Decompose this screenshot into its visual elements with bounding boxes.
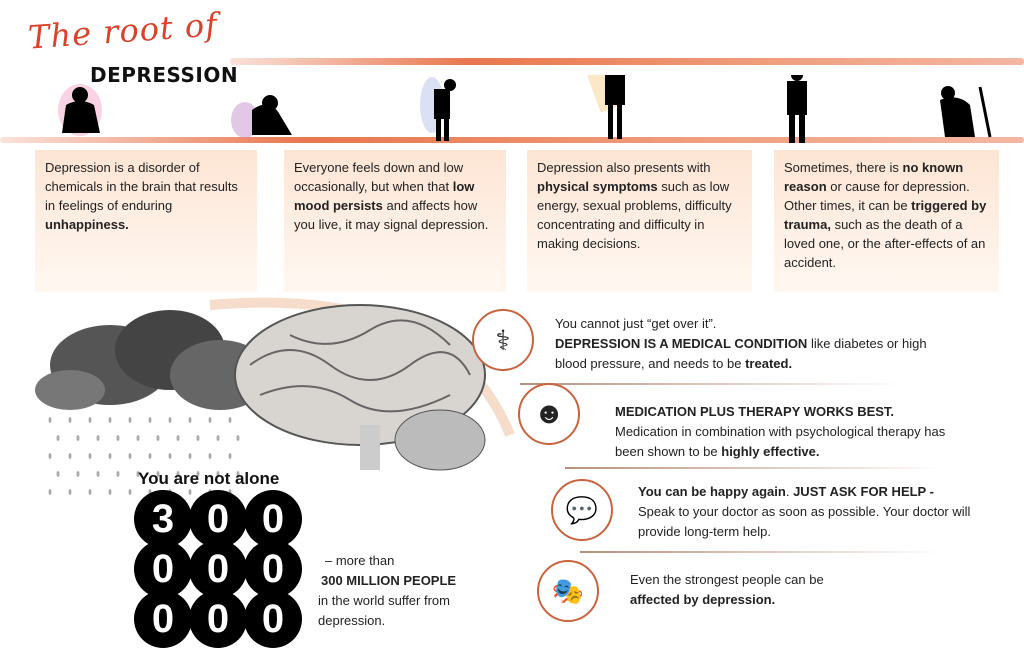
rain-drop	[96, 471, 100, 477]
standing-head-down-icon	[420, 77, 456, 141]
digit: 0	[189, 540, 247, 598]
rain-drop	[76, 435, 80, 441]
rain-drop	[68, 453, 72, 459]
rain-drop	[56, 435, 60, 441]
info-column-4: Sometimes, there is no known reason or c…	[774, 150, 999, 292]
rain-drop	[168, 453, 172, 459]
rain-drop	[236, 471, 240, 477]
rain-drop	[156, 471, 160, 477]
rain-drops-icon	[48, 417, 240, 495]
rain-drop	[128, 453, 132, 459]
storm-cloud-icon	[35, 310, 270, 410]
info-column-1: Depression is a disorder of chemicals in…	[35, 150, 257, 292]
speech-bubbles-icon: 💬	[565, 494, 599, 525]
rain-drop	[68, 489, 72, 495]
rain-drop	[148, 453, 152, 459]
rain-drop	[216, 471, 220, 477]
rain-drop	[188, 489, 192, 495]
fact-medication-therapy: MEDICATION PLUS THERAPY WORKS BEST.Medic…	[615, 404, 946, 459]
brain-icon	[234, 304, 486, 471]
rain-drop	[216, 435, 220, 441]
silhouettes	[58, 75, 992, 143]
digit: 0	[134, 590, 192, 648]
info-column-2: Everyone feels down and low occasionally…	[284, 150, 506, 292]
brain-cloud-illustration	[35, 297, 515, 495]
speech-circle: 💬	[551, 479, 613, 541]
rain-drop	[148, 417, 152, 423]
sitting-woman-icon	[58, 84, 102, 136]
rain-drop	[56, 471, 60, 477]
rain-drop	[208, 453, 212, 459]
digit: 0	[244, 590, 302, 648]
stat-text: – more than 300 MILLION PEOPLE in the wo…	[318, 553, 457, 628]
title-script: The root of	[26, 5, 220, 57]
rain-drop	[108, 453, 112, 459]
digit: 3	[134, 490, 192, 548]
rain-drop	[188, 453, 192, 459]
divider	[580, 551, 940, 553]
rain-drop	[68, 417, 72, 423]
sitting-on-chair-icon	[940, 86, 992, 138]
info-column-3: Depression also presents with physical s…	[527, 150, 752, 292]
rain-drop	[228, 417, 232, 423]
theatre-masks-icon: 🎭	[551, 575, 585, 606]
digit: 0	[189, 490, 247, 548]
rain-drop	[136, 471, 140, 477]
rain-drop	[116, 435, 120, 441]
stat-heading: You are not alone	[138, 469, 280, 488]
rain-drop	[88, 417, 92, 423]
crouching-person-icon	[231, 95, 292, 138]
rain-drop	[156, 435, 160, 441]
digit: 0	[244, 490, 302, 548]
rain-drop	[176, 471, 180, 477]
divider	[520, 383, 900, 385]
standing-man-icon	[787, 75, 807, 143]
fact-medical-condition: You cannot just “get over it”.DEPRESSION…	[555, 316, 927, 371]
rain-drop	[96, 435, 100, 441]
rain-drop	[236, 435, 240, 441]
digit: 0	[244, 540, 302, 598]
digit: 0	[189, 590, 247, 648]
rain-drop	[108, 417, 112, 423]
brush-stroke-top	[230, 58, 1024, 65]
rain-drop	[48, 417, 52, 423]
rain-drop	[196, 471, 200, 477]
head-icon: ☻	[533, 397, 565, 430]
rain-drop	[128, 489, 132, 495]
rain-drop	[88, 453, 92, 459]
rain-drop	[136, 435, 140, 441]
rain-drop	[176, 435, 180, 441]
rain-drop	[88, 489, 92, 495]
fact-strongest-people: Even the strongest people can be affecte…	[630, 572, 824, 607]
rain-drop	[128, 417, 132, 423]
rain-drop	[48, 489, 52, 495]
rain-drop	[116, 471, 120, 477]
divider	[565, 467, 945, 469]
rain-drop	[208, 417, 212, 423]
fact-ask-for-help: You can be happy again. JUST ASK FOR HEL…	[638, 484, 971, 539]
digit: 0	[134, 540, 192, 598]
rain-drop	[48, 453, 52, 459]
masks-circle: 🎭	[537, 560, 599, 622]
rain-drop	[188, 417, 192, 423]
stethoscope-icon: ⚕	[495, 324, 511, 356]
rain-drop	[108, 489, 112, 495]
page-title: DEPRESSION	[90, 63, 239, 87]
stethoscope-circle: ⚕	[472, 309, 534, 371]
rain-drop	[168, 417, 172, 423]
standing-person-icon	[585, 75, 625, 139]
brush-stroke-bottom	[0, 137, 1024, 143]
rain-drop	[228, 453, 232, 459]
rain-drop	[76, 471, 80, 477]
rain-drop	[196, 435, 200, 441]
head-circle: ☻	[518, 383, 580, 445]
